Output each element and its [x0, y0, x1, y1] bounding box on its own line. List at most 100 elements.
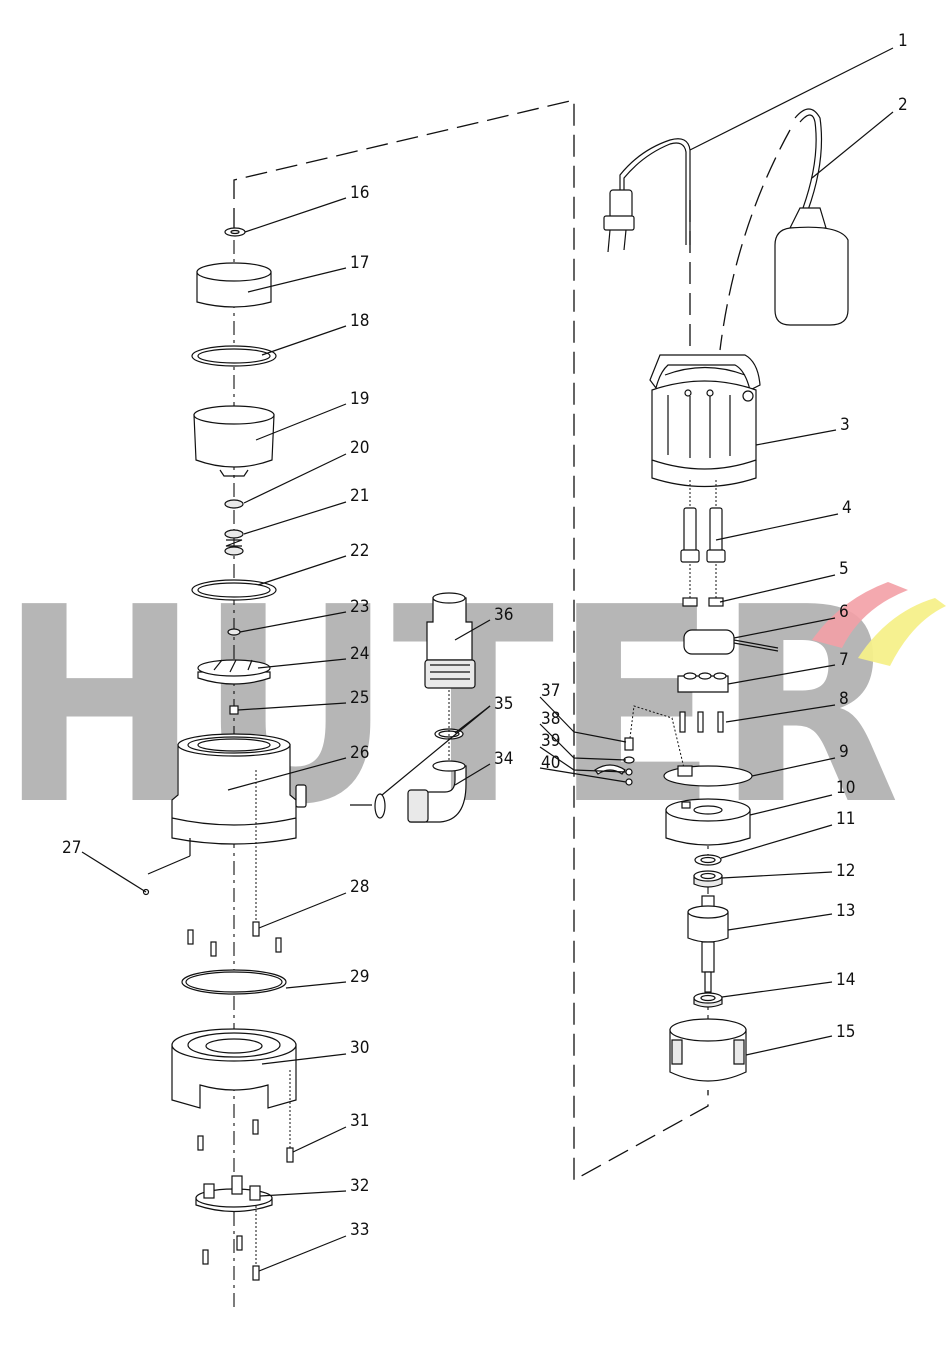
strainer-base-32 [195, 1175, 273, 1213]
leader-line-30 [261, 1053, 347, 1065]
part-number-35: 35 [494, 694, 513, 714]
part-number-39: 39 [541, 731, 560, 751]
watermark-yellow-swoosh [858, 598, 946, 666]
leader-line-3 [755, 429, 837, 446]
screws-31 [197, 1070, 294, 1163]
part-number-27: 27 [62, 838, 81, 858]
float-switch [774, 108, 849, 326]
part-number-16: 16 [350, 183, 369, 203]
part-number-36: 36 [494, 605, 513, 625]
watermark-red-swoosh [812, 582, 908, 648]
leader-lines [81, 47, 894, 1272]
seal-ring-11 [694, 854, 722, 866]
part-number-34: 34 [494, 749, 513, 769]
nut-25 [229, 705, 239, 715]
part-number-1: 1 [898, 31, 908, 51]
part-number-31: 31 [350, 1111, 369, 1131]
leader-line-7 [727, 664, 836, 685]
part-number-25: 25 [350, 688, 369, 708]
leader-line-18 [261, 325, 347, 356]
terminal-block [677, 672, 729, 693]
part-number-23: 23 [350, 597, 369, 617]
part-number-38: 38 [541, 709, 560, 729]
switch-small-parts [594, 705, 685, 786]
leader-line-38 [539, 723, 627, 761]
filter-cap-17 [196, 262, 272, 308]
part-number-18: 18 [350, 311, 369, 331]
part-number-21: 21 [350, 486, 369, 506]
part-number-17: 17 [350, 253, 369, 273]
rotor-shaft [687, 895, 729, 993]
part-number-24: 24 [350, 644, 369, 664]
leader-line-13 [727, 913, 833, 931]
leader-line-19 [255, 403, 347, 441]
part-number-8: 8 [839, 689, 849, 709]
leader-line-6 [733, 617, 836, 639]
leader-line-17 [247, 267, 347, 293]
stator [669, 1018, 747, 1082]
motor-cover-with-handle [649, 354, 761, 488]
bearing-12 [693, 870, 723, 888]
part-number-labels: 1234567891011121314151617181920212223242… [62, 31, 908, 1240]
terminal-screws [679, 711, 724, 733]
power-cable-with-plug [603, 138, 691, 253]
screws-33 [202, 1206, 260, 1281]
leader-line-9 [751, 757, 836, 777]
pump-base-30 [171, 1028, 297, 1109]
part-number-6: 6 [839, 602, 849, 622]
capacitor [683, 629, 779, 655]
motor-housing-top [665, 798, 751, 846]
seal-ring-29 [181, 969, 287, 995]
cable-nuts [682, 597, 724, 607]
leader-line-22 [257, 555, 347, 586]
leader-line-33 [258, 1235, 347, 1272]
part-number-15: 15 [836, 1022, 855, 1042]
leader-line-32 [259, 1190, 347, 1197]
part-number-4: 4 [842, 498, 852, 518]
part-number-26: 26 [350, 743, 369, 763]
part-number-13: 13 [836, 901, 855, 921]
bearing-14 [693, 992, 723, 1008]
leader-line-34 [454, 763, 491, 786]
part-number-30: 30 [350, 1038, 369, 1058]
leader-line-37 [539, 696, 627, 743]
impeller-24 [197, 659, 271, 685]
leader-line-4 [715, 513, 839, 541]
screws-28 [187, 770, 282, 957]
seal-ring-18 [191, 345, 277, 367]
part-number-14: 14 [836, 970, 855, 990]
leader-line-35-b [381, 705, 491, 796]
leader-line-26 [227, 757, 347, 791]
leader-line-12 [721, 871, 833, 879]
gasket-plate [663, 765, 753, 787]
seal-ring-22 [191, 579, 277, 601]
leader-line-5 [719, 574, 836, 603]
leader-line-28 [258, 892, 347, 929]
oil-chamber-19 [193, 405, 275, 477]
leader-line-14 [721, 981, 833, 998]
adapter-36 [424, 592, 476, 760]
washer-23 [227, 628, 241, 636]
leader-line-8 [725, 704, 836, 723]
mechanical-seal-21 [224, 529, 244, 556]
pump-housing-26 [147, 733, 307, 875]
washer-20 [224, 499, 244, 509]
part-number-40: 40 [541, 753, 560, 773]
leader-line-31 [292, 1126, 347, 1153]
elbow-outlet-34 [374, 760, 467, 823]
washer-16 [224, 227, 246, 237]
part-number-10: 10 [836, 778, 855, 798]
part-number-19: 19 [350, 389, 369, 409]
leader-line-11 [720, 824, 833, 859]
leader-line-10 [749, 794, 833, 816]
leader-line-15 [745, 1035, 833, 1056]
part-number-33: 33 [350, 1220, 369, 1240]
leader-line-2 [811, 111, 894, 179]
part-number-20: 20 [350, 438, 369, 458]
part-number-22: 22 [350, 541, 369, 561]
leader-line-21 [243, 501, 347, 535]
part-number-11: 11 [836, 809, 855, 829]
part-number-29: 29 [350, 967, 369, 987]
leader-line-40 [539, 767, 627, 783]
